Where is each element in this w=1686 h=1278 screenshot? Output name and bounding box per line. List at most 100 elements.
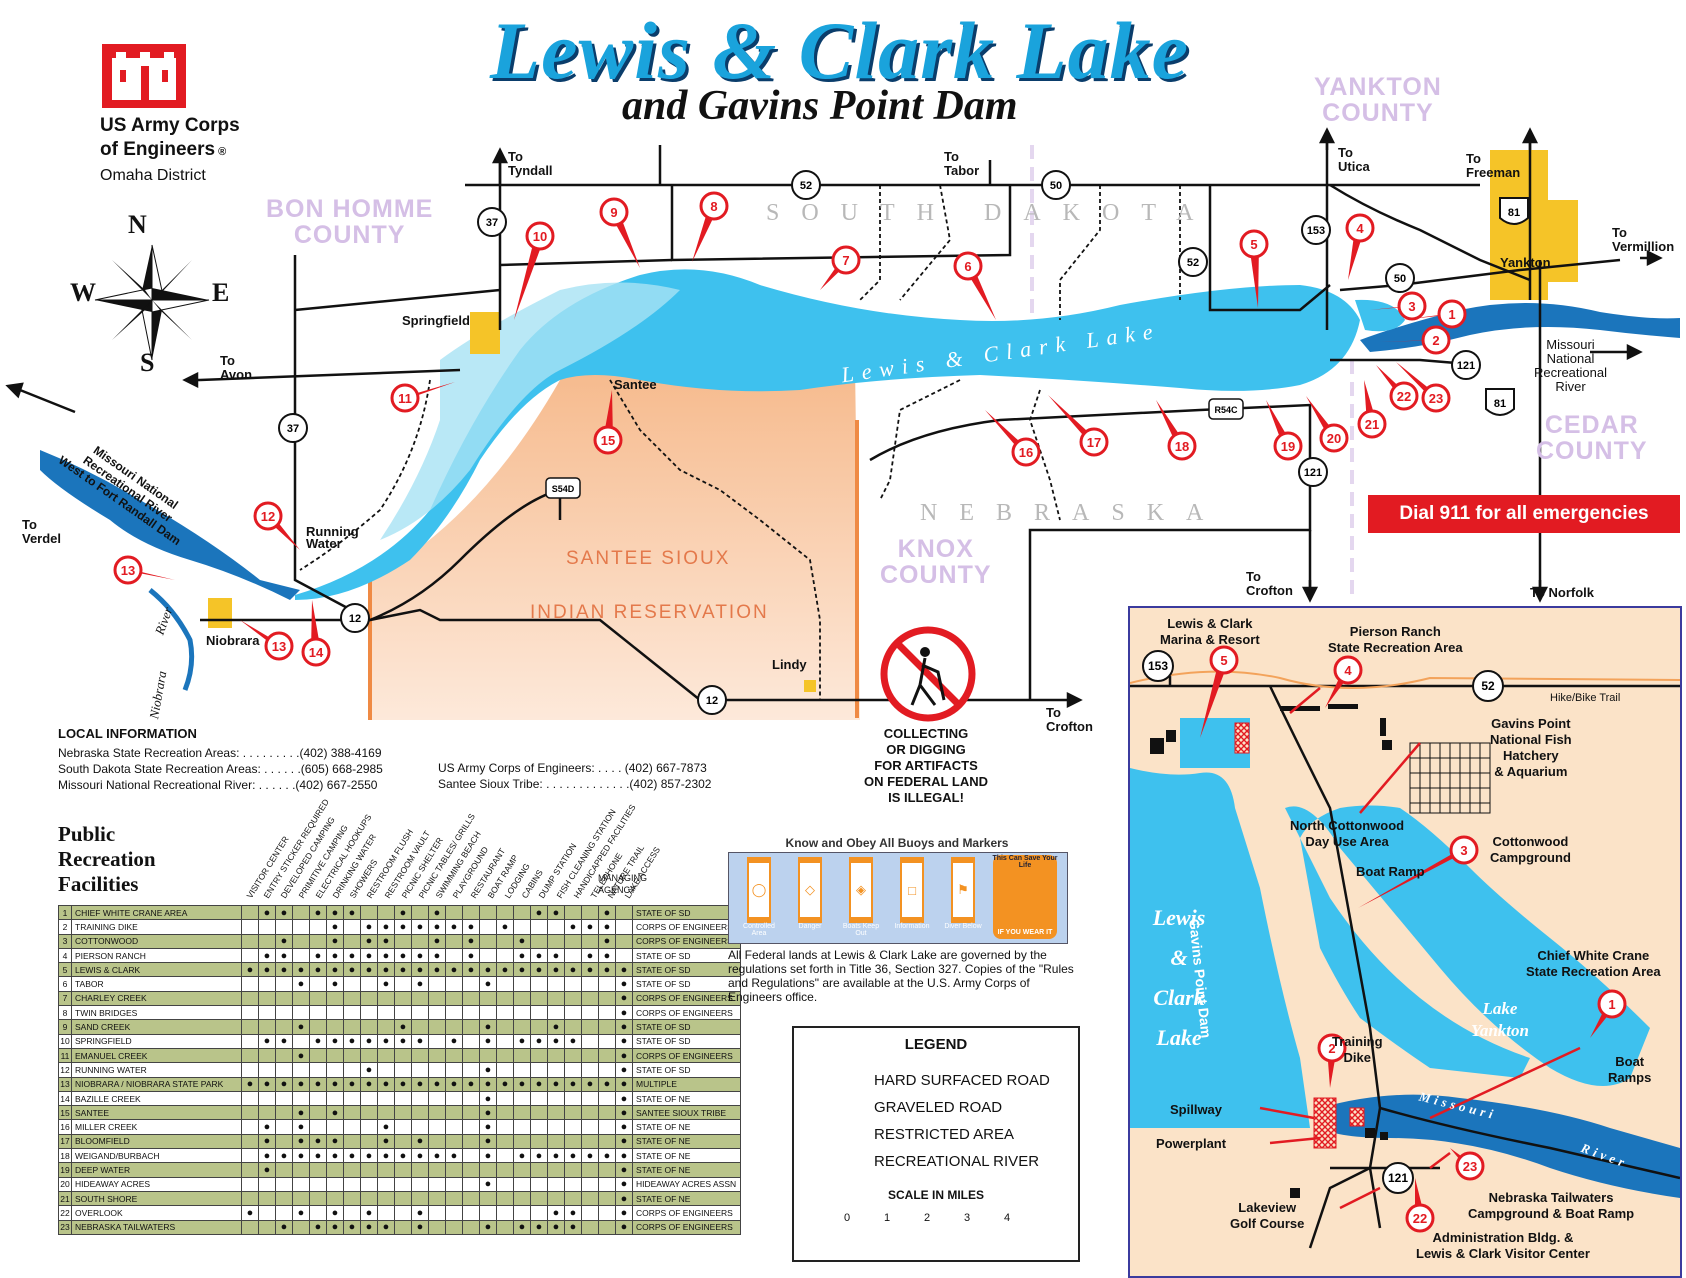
inset-marker-label: 5 [1220,653,1227,668]
facility-cell [343,1162,361,1178]
facility-cell [343,1119,361,1135]
state-south-dakota: SOUTH DAKOTA [766,200,1216,226]
facility-cell [530,1005,548,1021]
facility-cell: ● [598,1076,616,1092]
facility-cell [530,1019,548,1035]
facility-cell [343,1062,361,1078]
facility-cell [275,1019,293,1035]
facility-cell [547,919,565,935]
facility-agency: MULTIPLE [632,1076,741,1092]
facility-cell [598,1047,616,1064]
dir-verdel-2: Verdel [22,531,62,546]
facility-agency: STATE OF SD [632,1062,741,1078]
facility-cell [411,1047,429,1064]
facility-cell: ● [292,1047,310,1064]
facility-cell: ● [615,1205,633,1221]
facility-number: 1 [58,904,72,921]
facility-cell [479,919,497,935]
dir-tyndall-2: Tyndall [508,163,553,178]
inset-lake-4: Lake [1156,1025,1202,1050]
inset-marker-label: 23 [1463,1159,1477,1174]
facility-cell [394,1105,412,1121]
facility-cell [360,1047,378,1064]
facility-cell [360,1105,378,1121]
facility-cell [326,1190,344,1207]
local-info-heading: LOCAL INFORMATION [58,726,197,741]
facility-cell [513,919,531,935]
facility-cell [598,1090,616,1107]
town-running-water-1: Running [306,524,359,539]
dir-utica-2: Utica [1338,159,1370,174]
facility-cell [275,1119,293,1135]
facility-cell: ● [292,976,310,992]
facility-cell: ● [394,1148,412,1164]
inset-missouri-river [1320,1094,1680,1198]
inset-route-label: 153 [1148,659,1168,673]
facility-cell [513,1133,531,1150]
registered-mark: ® [218,146,227,158]
facility-cell: ● [258,1133,276,1150]
facility-cell: ● [615,1076,633,1092]
inset-hatchery-1: Gavins Point [1491,716,1571,731]
facility-number: 17 [58,1133,72,1150]
local-info: LOCAL INFORMATION Nebraska State Recreat… [58,726,383,793]
facility-cell: ● [258,1076,276,1092]
facility-cell [326,1176,344,1192]
lindy-town [804,680,816,692]
facility-cell: ● [428,962,446,978]
route-shield-label: 50 [1050,180,1062,192]
agency-name: US Army Corps of Engineers ® Omaha Distr… [100,114,240,188]
town-yankton: Yankton [1500,255,1551,270]
town-niobrara: Niobrara [206,633,260,648]
facility-cell: ● [360,1219,378,1235]
facility-cell: ● [343,947,361,964]
facility-cell: ● [513,962,531,978]
facility-cell: ● [309,947,327,964]
facility-cell: ● [394,1033,412,1049]
facility-cell [479,933,497,949]
inset-lake-2: & [1170,945,1188,970]
facility-cell: ● [428,904,446,921]
facility-cell: ● [479,962,497,978]
facility-cell [598,1033,616,1049]
facility-name: NEBRASKA TAILWATERS [71,1219,242,1235]
facility-cell: ● [479,1119,497,1135]
facility-cell: ● [445,962,463,978]
facility-cell [411,1176,429,1192]
facility-cell [564,1133,582,1150]
facility-cell [241,1133,259,1150]
facility-name: PIERSON RANCH [71,947,242,964]
facility-cell: ● [394,904,412,921]
facility-cell [394,1162,412,1178]
facility-cell [462,1133,480,1150]
facility-cell: ● [615,1019,633,1035]
facility-cell [275,1105,293,1121]
facility-cell [360,990,378,1007]
facility-cell: ● [258,1033,276,1049]
facility-cell [241,1033,259,1049]
compass-s: S [140,348,155,377]
facility-cell: ● [547,1205,565,1221]
facility-agency: HIDEAWAY ACRES ASSN [632,1176,741,1192]
facility-cell: ● [326,1033,344,1049]
compass-n: N [128,210,147,239]
facility-agency: STATE OF NE [632,1148,741,1164]
facility-cell: ● [394,919,412,935]
facility-cell: ● [615,962,633,978]
legend-box: LEGEND HARD SURFACED ROAD GRAVELED ROAD … [792,1026,1080,1262]
facility-cell: ● [411,1148,429,1164]
facility-cell [292,1005,310,1021]
map-subtitle: and Gavins Point Dam [622,83,1018,129]
facility-cell [581,1205,599,1221]
facility-cell [275,1047,293,1064]
facility-cell: ● [530,1219,548,1235]
route-shield-label: 153 [1307,225,1325,237]
facility-cell: ● [615,1090,633,1107]
facility-cell [241,1005,259,1021]
